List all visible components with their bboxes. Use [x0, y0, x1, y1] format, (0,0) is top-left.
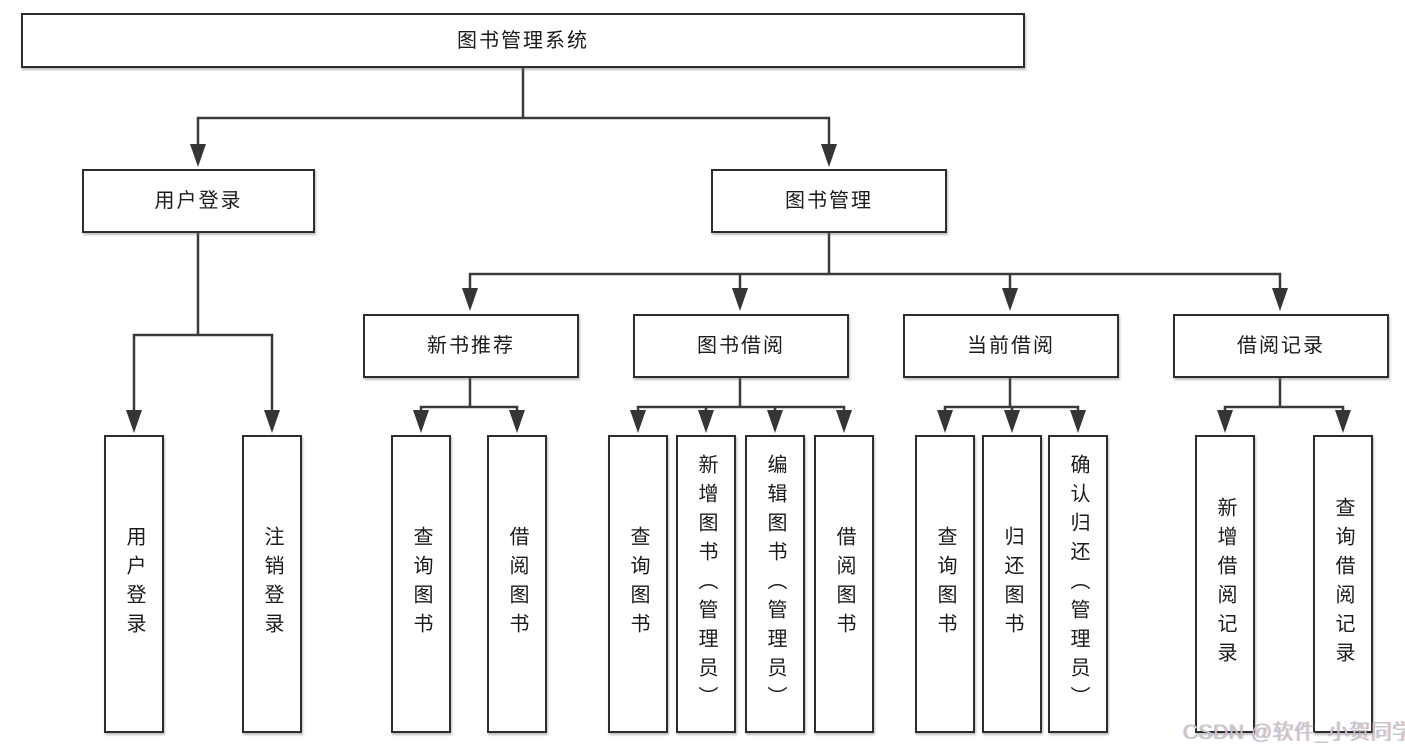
arrow-down-icon [937, 410, 953, 433]
node-root: 图书管理系统 [21, 13, 1025, 68]
arrow-down-icon [732, 288, 748, 311]
arrow-down-icon [509, 410, 525, 433]
leaf-query-books-recommend-label: 查询图书 [410, 526, 432, 642]
leaf-borrow-books-recommend-label: 借阅图书 [506, 526, 528, 642]
arrow-down-icon [630, 410, 646, 433]
leaf-query-borrow-record-label: 查询借阅记录 [1332, 497, 1354, 671]
node-new-book-recommend: 新书推荐 [363, 314, 579, 378]
leaf-add-borrow-record: 新增借阅记录 [1195, 435, 1255, 733]
node-borrow-records: 借阅记录 [1173, 314, 1389, 378]
arrow-down-icon [1004, 410, 1020, 433]
arrow-down-icon [836, 410, 852, 433]
arrow-down-icon [767, 410, 783, 433]
node-current-borrow-label: 当前借阅 [967, 335, 1055, 357]
node-book-management: 图书管理 [711, 169, 947, 233]
node-user-login-label: 用户登录 [154, 190, 243, 212]
node-current-borrow: 当前借阅 [903, 314, 1119, 378]
leaf-user-login: 用户登录 [104, 435, 164, 733]
leaf-borrow-books-recommend: 借阅图书 [487, 435, 547, 733]
arrow-down-icon [1002, 288, 1018, 311]
node-user-login: 用户登录 [82, 169, 315, 233]
arrow-down-icon [413, 410, 429, 433]
leaf-borrow-books-label: 借阅图书 [833, 526, 855, 642]
node-book-borrow-label: 图书借阅 [697, 335, 785, 357]
leaf-add-books-admin-label: 新增图书（管理员） [695, 453, 717, 715]
arrow-down-icon [264, 410, 280, 433]
leaf-add-borrow-record-label: 新增借阅记录 [1214, 497, 1236, 671]
leaf-return-books-label: 归还图书 [1001, 526, 1023, 642]
node-book-borrow: 图书借阅 [633, 314, 849, 378]
arrow-down-icon [1335, 410, 1351, 433]
leaf-query-books-current-label: 查询图书 [934, 526, 956, 642]
arrow-down-icon [821, 144, 837, 167]
leaf-return-books: 归还图书 [982, 435, 1042, 733]
leaf-user-login-label: 用户登录 [123, 526, 145, 642]
arrow-down-icon [1217, 410, 1233, 433]
leaf-confirm-return-admin: 确认归还（管理员） [1048, 435, 1108, 733]
leaf-query-books-current: 查询图书 [915, 435, 975, 733]
leaf-query-books-borrow: 查询图书 [608, 435, 668, 733]
leaf-logout: 注销登录 [242, 435, 302, 733]
csdn-watermark: CSDN @软件_小贺同学 [1183, 721, 1405, 744]
leaf-query-books-borrow-label: 查询图书 [627, 526, 649, 642]
arrow-down-icon [462, 288, 478, 311]
leaf-confirm-return-admin-label: 确认归还（管理员） [1067, 453, 1089, 715]
leaf-edit-books-admin: 编辑图书（管理员） [745, 435, 805, 733]
arrow-down-icon [190, 144, 206, 167]
leaf-edit-books-admin-label: 编辑图书（管理员） [764, 453, 786, 715]
node-root-label: 图书管理系统 [457, 29, 589, 52]
arrow-heads [126, 144, 1351, 433]
arrow-down-icon [126, 410, 142, 433]
leaf-add-books-admin: 新增图书（管理员） [676, 435, 736, 733]
leaf-query-books-recommend: 查询图书 [391, 435, 451, 733]
node-new-book-recommend-label: 新书推荐 [427, 335, 515, 357]
node-borrow-records-label: 借阅记录 [1237, 335, 1325, 357]
leaf-query-borrow-record: 查询借阅记录 [1313, 435, 1373, 733]
arrow-down-icon [698, 410, 714, 433]
leaf-logout-label: 注销登录 [261, 526, 283, 642]
arrow-down-icon [1070, 410, 1086, 433]
leaf-borrow-books: 借阅图书 [814, 435, 874, 733]
arrow-down-icon [1272, 288, 1288, 311]
node-book-management-label: 图书管理 [785, 190, 873, 212]
